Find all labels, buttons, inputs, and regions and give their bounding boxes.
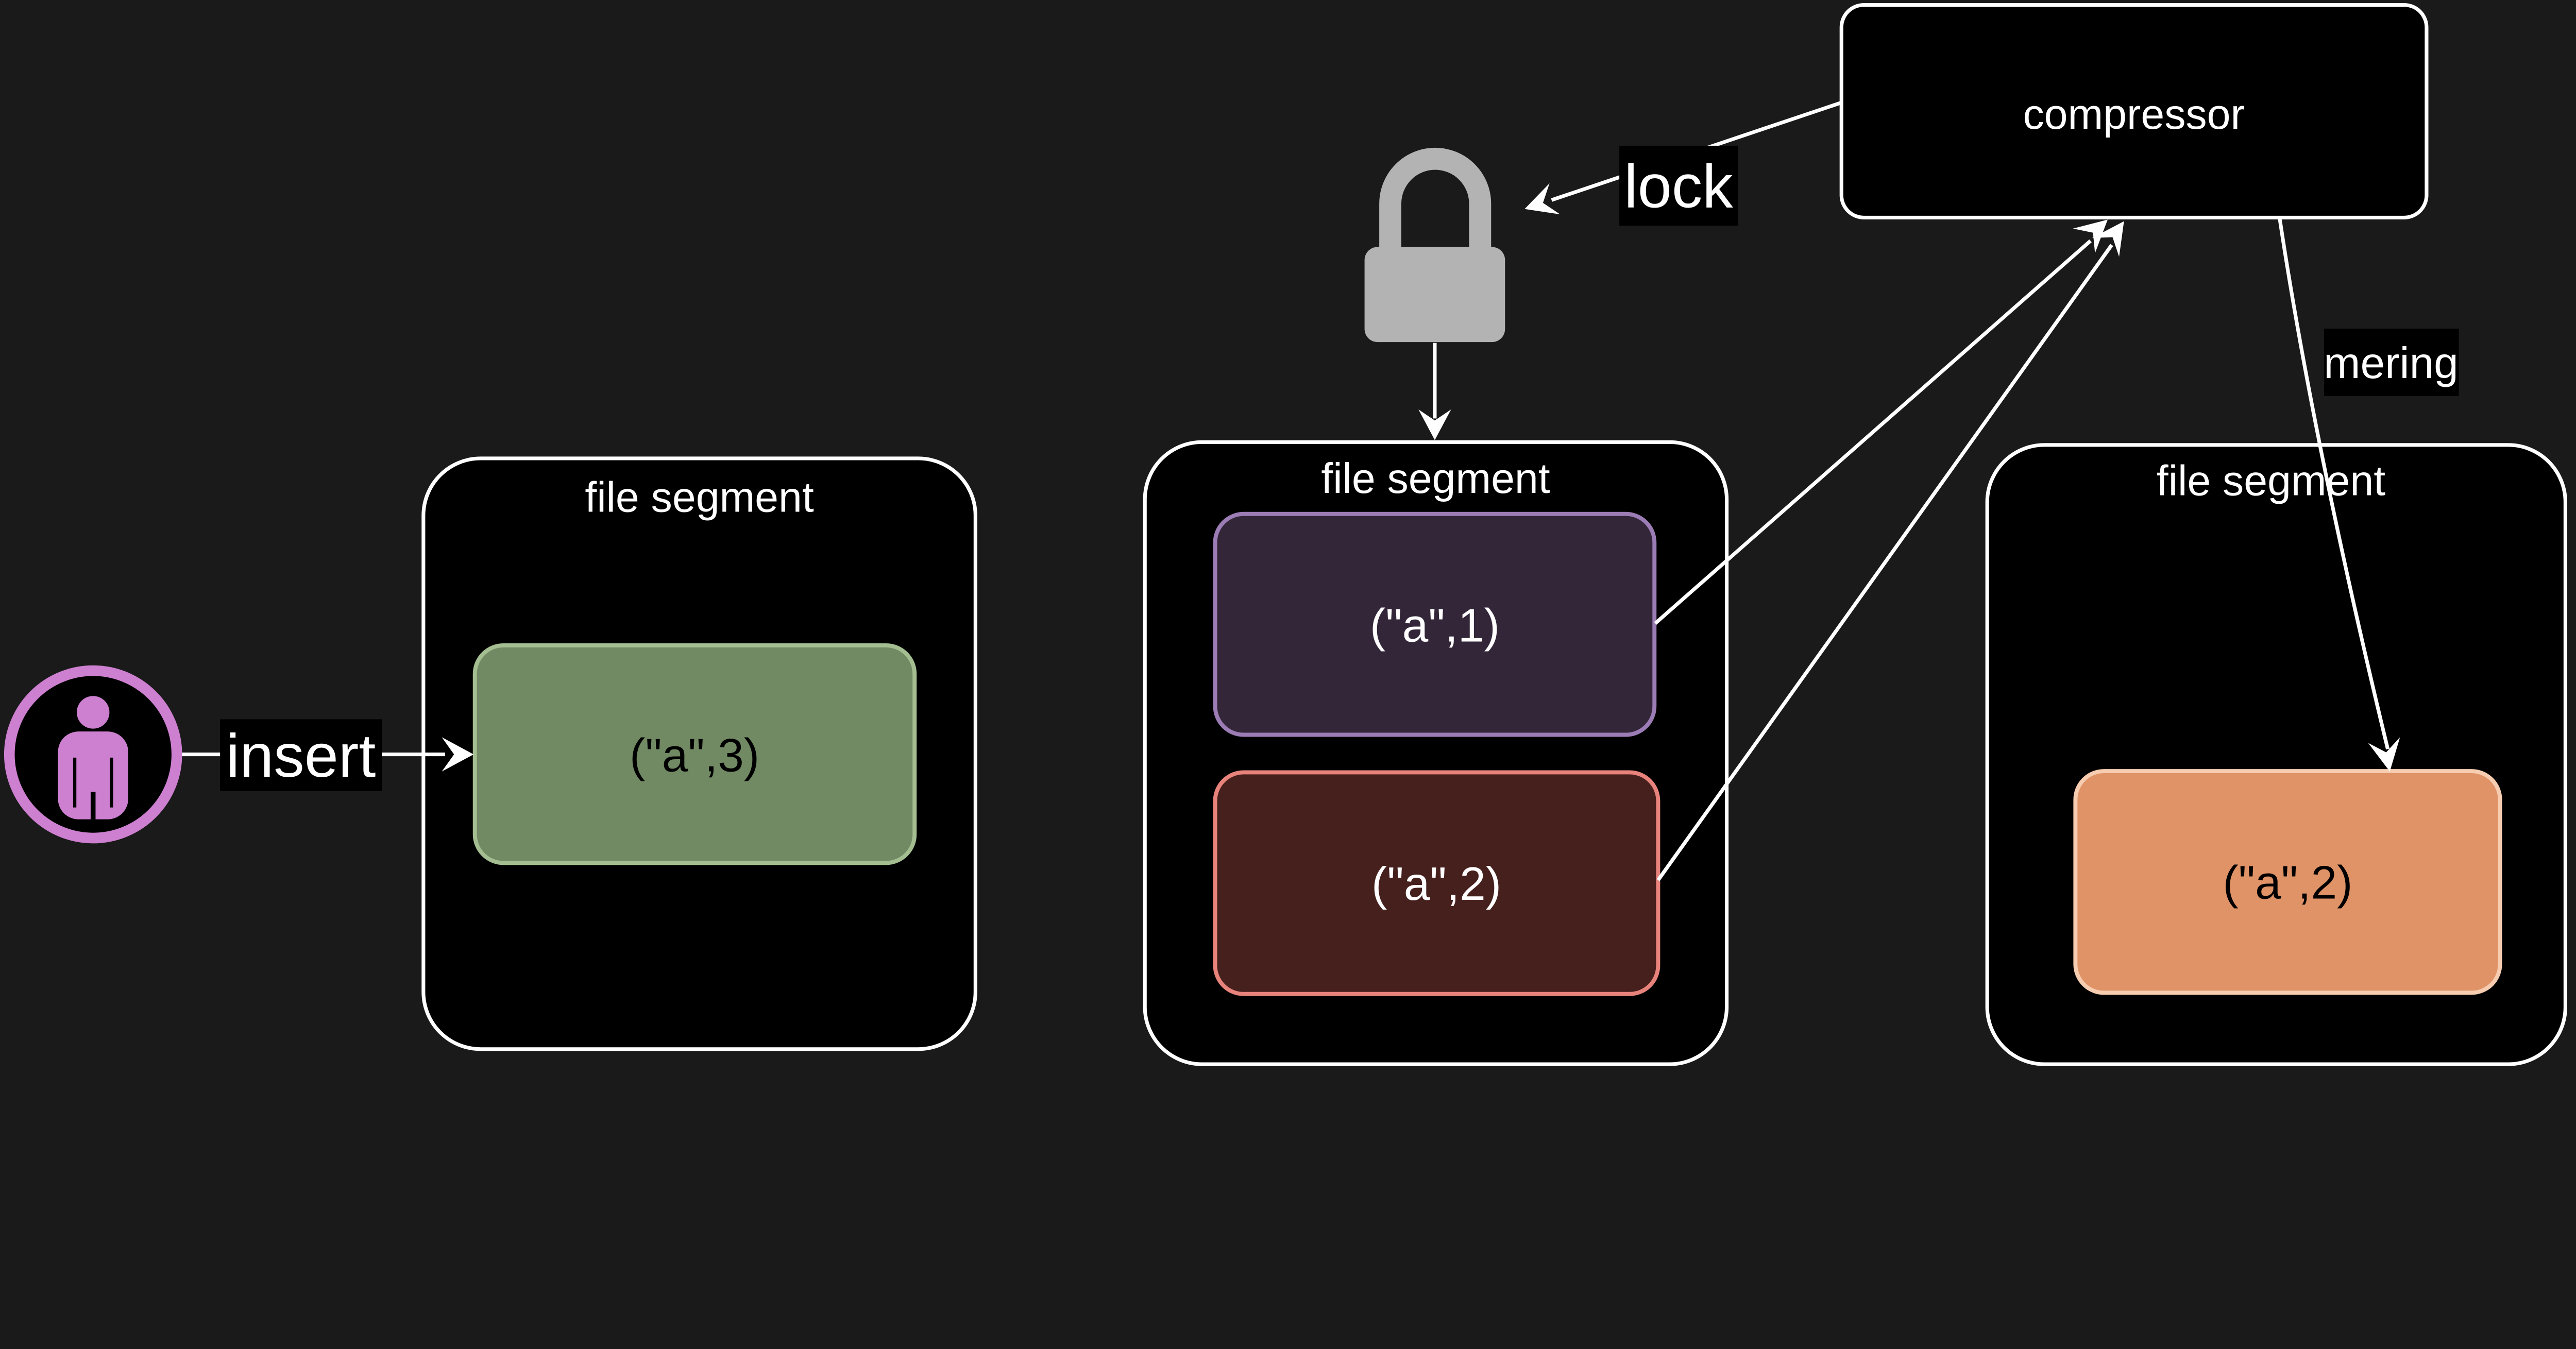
edge-mering-line [2278, 217, 2390, 750]
insert-label-background [220, 719, 382, 791]
record-a2-right-node: ("a",2) [2073, 769, 2502, 995]
compressor-node: compressor [1839, 3, 2429, 219]
diagram-stage: file segment ("a",3) file segment ("a",1… [4, 3, 2567, 1066]
file-segment-right-title: file segment [2157, 457, 2385, 505]
compressor-box [1839, 3, 2429, 219]
compressor-label: compressor [2023, 91, 2244, 138]
insert-label: insert [226, 722, 376, 790]
lock-icon-body [1364, 247, 1505, 343]
record-a2-right-box [2073, 769, 2502, 995]
record-a3-label: ("a",3) [630, 729, 759, 781]
record-a2-middle-box [1213, 770, 1660, 996]
record-a2-right-label: ("a",2) [2223, 857, 2352, 909]
edge-a1-to-compressor-line [1654, 239, 2092, 625]
mering-label-background [2324, 328, 2459, 396]
lock-icon-shackle [1379, 147, 1492, 255]
edge-lock-to-segment-arrowhead-icon [1418, 409, 1451, 440]
edge-mering-arrowhead-icon [2368, 737, 2400, 772]
lock-label-background [1619, 145, 1738, 226]
edge-a2-to-compressor-line [1656, 244, 2113, 881]
person-icon-head [77, 696, 110, 729]
file-segment-middle: file segment ("a",1) ("a",2) [1143, 440, 1729, 1066]
edge-a1-to-compressor-arrowhead-icon [2073, 219, 2108, 253]
edge-a2-to-compressor-arrowhead-icon [2092, 221, 2124, 257]
record-a3-node: ("a",3) [472, 643, 917, 865]
edge-lock-arrowhead-icon [1524, 183, 1561, 215]
record-a1-label: ("a",1) [1370, 600, 1500, 652]
lock-icon [1364, 147, 1505, 343]
person-icon-leg-notch [90, 792, 96, 819]
person-icon [4, 665, 182, 844]
record-a3-box [472, 643, 917, 865]
file-segment-middle-title: file segment [1321, 455, 1550, 502]
record-a1-box [1213, 511, 1657, 737]
file-segment-left: file segment ("a",3) [421, 456, 977, 1051]
file-segment-left-title: file segment [585, 473, 814, 521]
edge-labels: insert lock mering [220, 145, 2459, 791]
lock-label: lock [1624, 152, 1733, 221]
record-a1-node: ("a",1) [1213, 511, 1657, 737]
flow-diagram: file segment ("a",3) file segment ("a",1… [4, 3, 2567, 1066]
file-segment-right: file segment ("a",2) [1985, 443, 2567, 1066]
record-a2-middle-node: ("a",2) [1213, 770, 1660, 996]
mering-label: mering [2324, 339, 2459, 388]
edge-insert-arrowhead-icon [442, 737, 474, 772]
record-a2-middle-label: ("a",2) [1371, 858, 1501, 910]
